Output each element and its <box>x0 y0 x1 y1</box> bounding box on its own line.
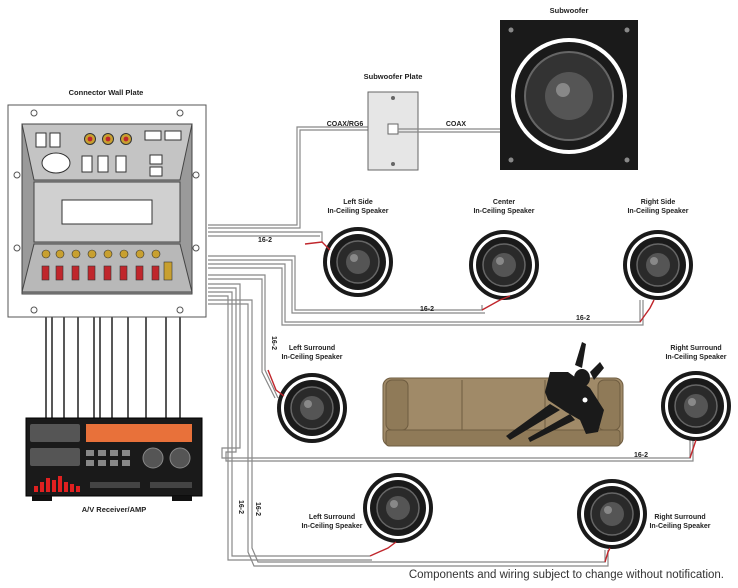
wire-label-center: 16-2 <box>420 306 434 313</box>
wire-gauge-labels: 16-2 16-2 16-2 16-2 16-2 16-2 16-2 <box>237 237 648 516</box>
subwoofer <box>500 20 638 170</box>
coax-rg6-label: COAX/RG6 <box>327 121 364 128</box>
right-side-line1: Right Side <box>641 199 676 206</box>
receiver-label: A/V Receiver/AMP <box>82 505 147 514</box>
left-surround-rear-line1: Left Surround <box>309 514 355 521</box>
wall-plate-label: Connector Wall Plate <box>69 88 144 97</box>
wire-label-right-surround: 16-2 <box>634 452 648 459</box>
speaker-center <box>468 229 540 311</box>
speaker-right-surround <box>660 370 732 459</box>
right-surround-rear-line1: Right Surround <box>654 514 705 521</box>
subwoofer-label: Subwoofer <box>550 6 589 15</box>
speaker-left-side <box>304 226 394 298</box>
av-receiver <box>25 417 203 501</box>
right-surround-line1: Right Surround <box>670 345 721 352</box>
speaker-right-side <box>622 229 694 323</box>
right-surround-rear-line2: In-Ceiling Speaker <box>649 523 710 530</box>
center-line1: Center <box>493 199 515 206</box>
left-side-line1: Left Side <box>343 199 373 206</box>
person-highlight <box>582 397 588 403</box>
wire-label-rear-b: 16-2 <box>254 502 261 516</box>
wire-label-left-surround: 16-2 <box>270 336 277 350</box>
left-surround-line2: In-Ceiling Speaker <box>281 354 342 361</box>
connector-wall-plate <box>7 104 207 318</box>
wire-label-left-side: 16-2 <box>258 237 272 244</box>
center-line2: In-Ceiling Speaker <box>473 208 534 215</box>
wire-label-rear-a: 16-2 <box>237 500 244 514</box>
left-side-line2: In-Ceiling Speaker <box>327 208 388 215</box>
left-surround-rear-line2: In-Ceiling Speaker <box>301 523 362 530</box>
wire-label-right-side: 16-2 <box>576 315 590 322</box>
speaker-left-surround-rear <box>362 472 434 557</box>
coax-label: COAX <box>446 121 467 128</box>
right-side-line2: In-Ceiling Speaker <box>627 208 688 215</box>
subwoofer-plate-label: Subwoofer Plate <box>364 72 423 81</box>
left-surround-line1: Left Surround <box>289 345 335 352</box>
subwoofer-plate <box>367 91 500 171</box>
speaker-wires <box>208 126 694 567</box>
speaker-right-surround-rear <box>576 478 648 563</box>
person-silhouette <box>506 342 604 442</box>
speaker-left-surround <box>267 369 348 444</box>
footer-note: Components and wiring subject to change … <box>408 569 724 581</box>
right-surround-line2: In-Ceiling Speaker <box>665 354 726 361</box>
